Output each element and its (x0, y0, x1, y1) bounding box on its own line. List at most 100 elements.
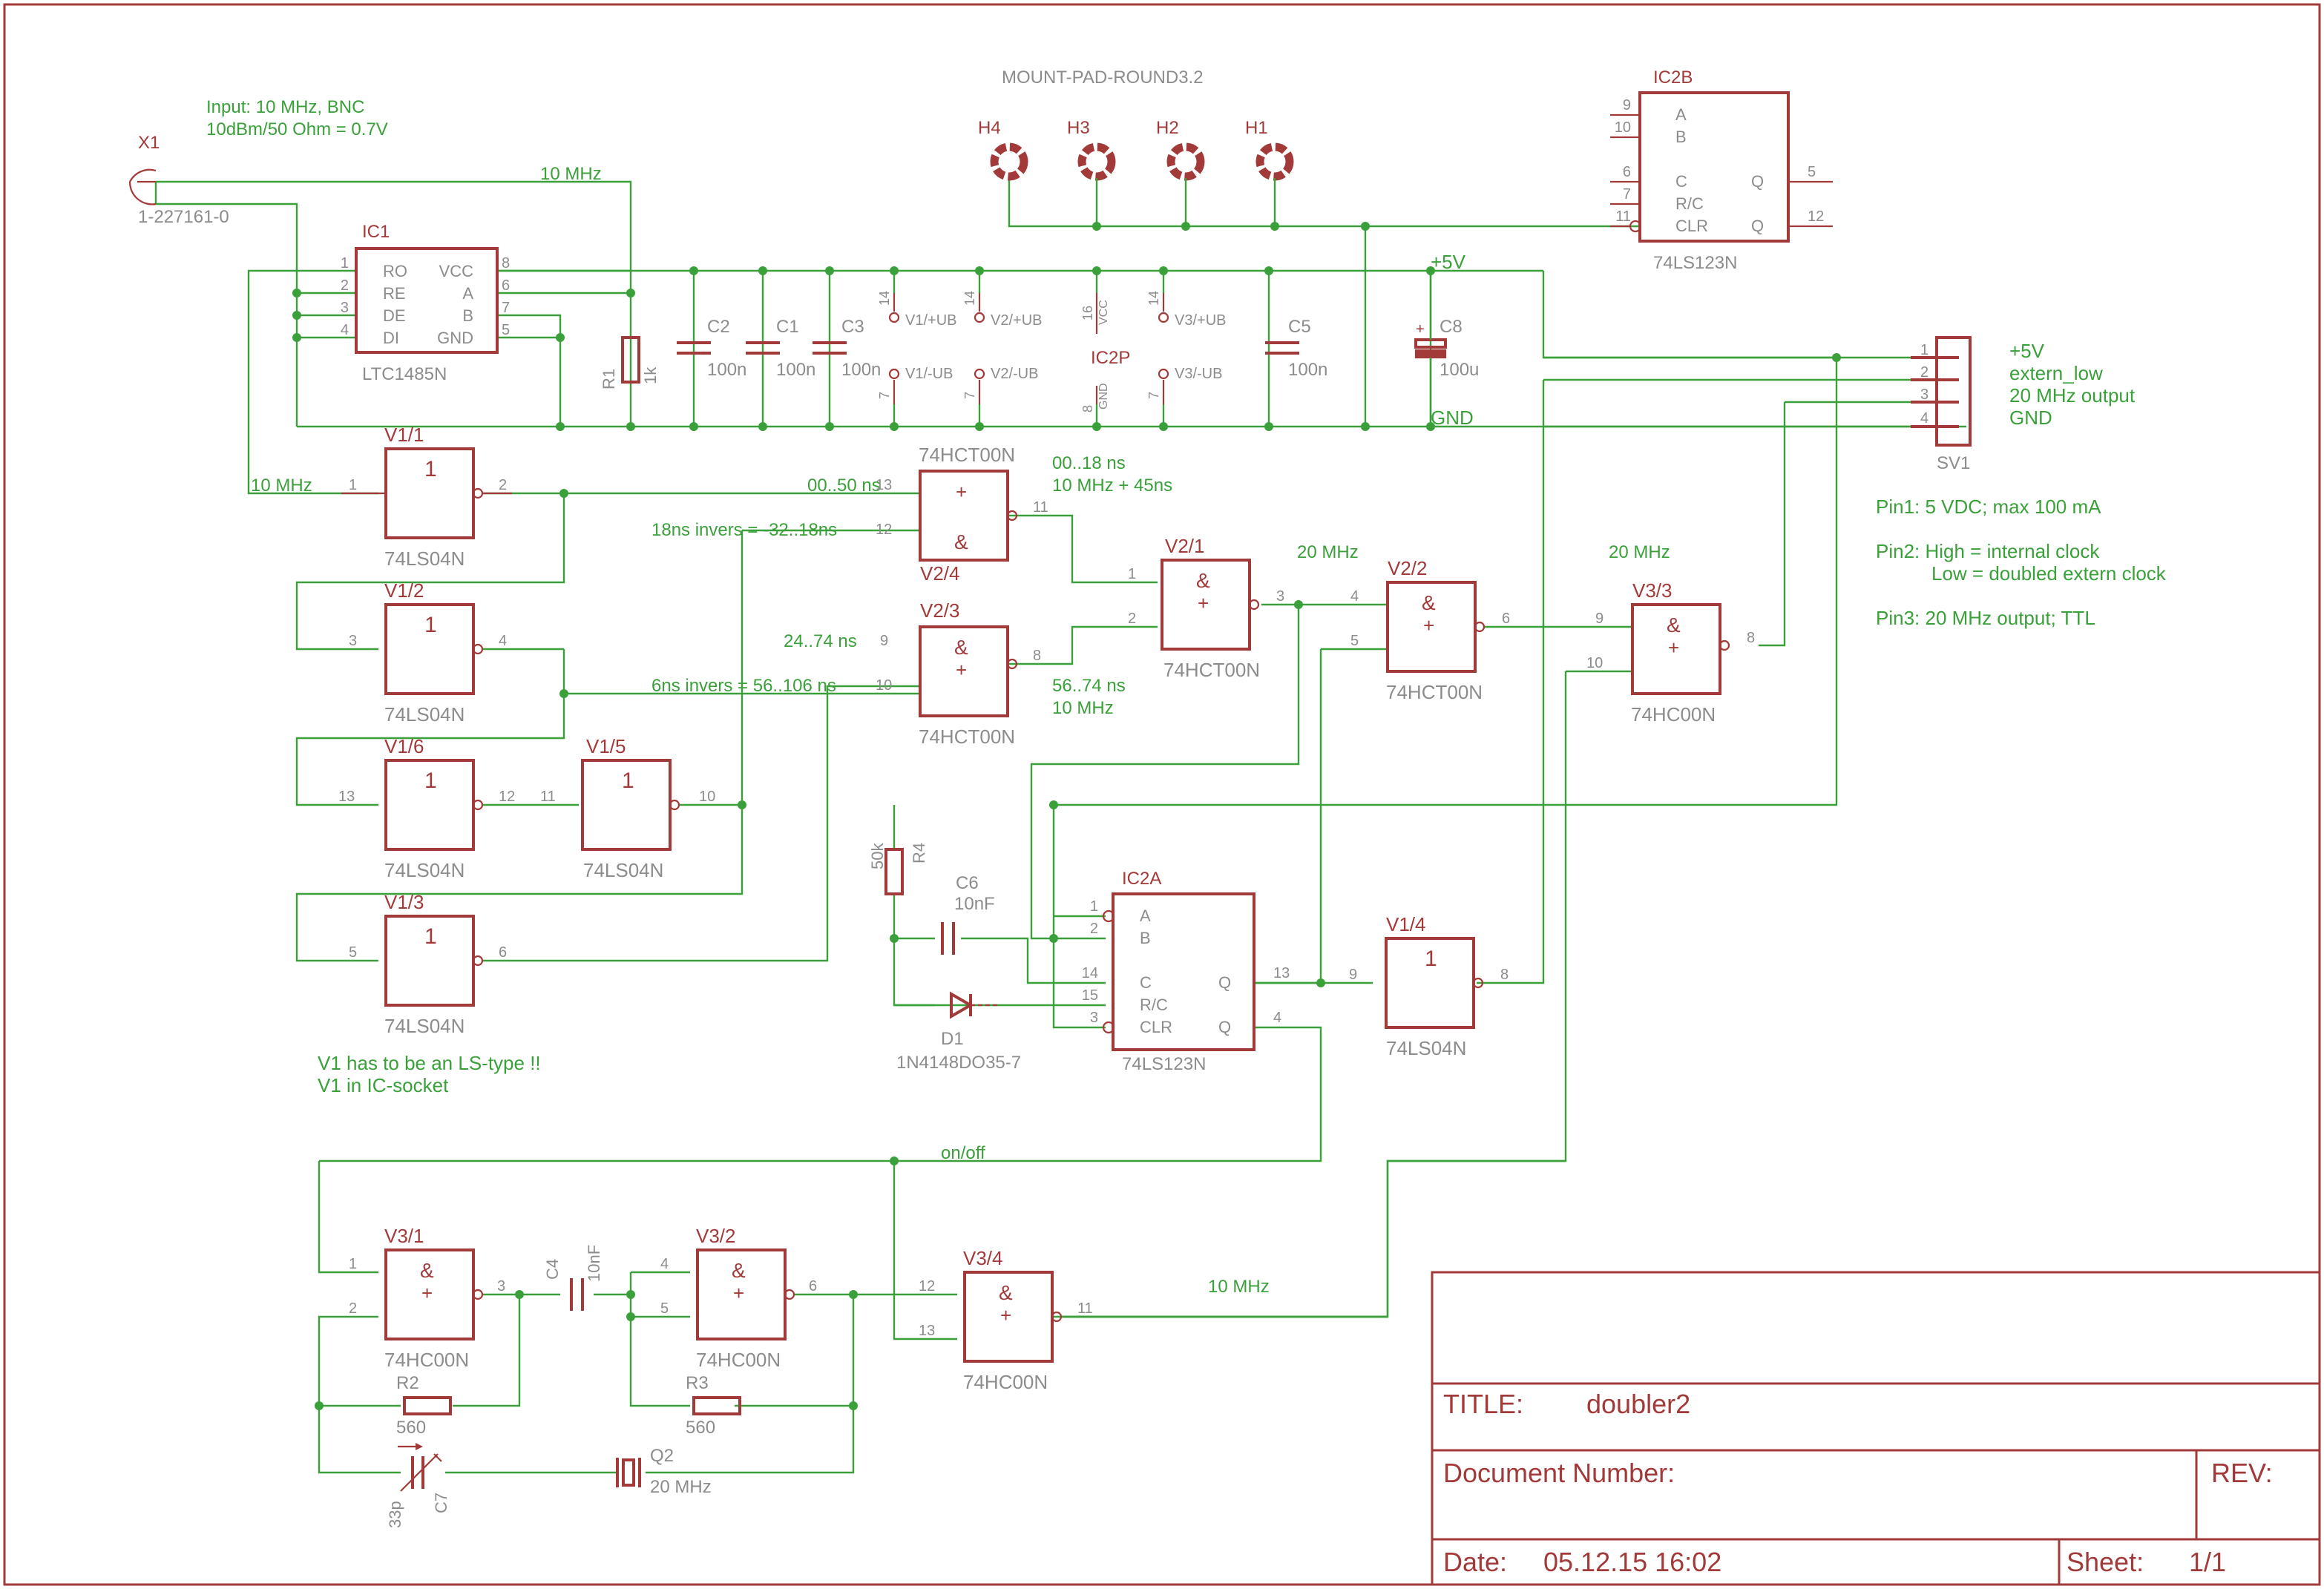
q2-ref: Q2 (650, 1446, 674, 1466)
gate-ref: V1/3 (384, 891, 424, 913)
ic2a-part: 74LS123N (1122, 1054, 1206, 1074)
nand-v2-2: &+ V2/2 74HCT00N 4 5 6 (1350, 557, 1510, 703)
sheet-label: Sheet: (2067, 1547, 2144, 1577)
pin2-note-b: Low = doubled extern clock (1931, 562, 2167, 585)
gate-pin: 1 (349, 1256, 357, 1272)
gate-ref: V2/2 (1388, 557, 1428, 579)
gate-pin: 9 (1349, 967, 1357, 983)
crystal-q2: Q2 20 MHz (616, 1446, 712, 1497)
svg-text:+: + (956, 659, 967, 681)
supply-label: V3/-UB (1175, 366, 1222, 382)
gate-part: 74HC00N (1631, 703, 1716, 726)
hole-label: H4 (978, 118, 1001, 138)
ic1-pin-label: B (462, 306, 473, 325)
ic1-pin-label: A (462, 284, 473, 303)
ic2a-pin-label: R/C (1140, 996, 1168, 1014)
gate-part: 74LS04N (583, 859, 663, 881)
bnc-connector-x1: X1 1-227161-0 (128, 133, 229, 227)
gate-part: 74HC00N (963, 1371, 1048, 1393)
inverter-v1-4: 1 V1/4 74LS04N 9 8 (1349, 913, 1509, 1059)
c4-ref: C4 (543, 1259, 562, 1280)
net-10mhz-b: 10 MHz (1052, 698, 1114, 718)
inverter-v1-2: 1 V1/2 74LS04N 3 4 (349, 579, 507, 726)
cap-c8: + C8 100u (1414, 271, 1479, 427)
nand-v2-3: &+ V2/3 74HCT00N 9 10 8 (876, 599, 1041, 748)
ic2b-ref: IC2B (1653, 68, 1693, 88)
docnum-label: Document Number: (1443, 1458, 1675, 1488)
nand-v2-4: +& V2/4 74HCT00N 13 12 11 (876, 444, 1048, 585)
r3-ref: R3 (686, 1373, 709, 1393)
c6-ref: C6 (956, 873, 979, 893)
c1-ref: C1 (776, 317, 799, 337)
gate-pin: 11 (1033, 499, 1048, 516)
ic2p-vcc: VCC (1097, 300, 1110, 325)
c5-val: 100n (1288, 360, 1327, 380)
net-18inv: 18ns invers = -32..18ns (651, 520, 837, 540)
svg-text:&: & (1422, 591, 1436, 614)
ic2b-pin-num: 11 (1615, 208, 1631, 225)
c2-val: 100n (707, 360, 746, 380)
gate-pin: 10 (1586, 655, 1603, 671)
gate-pin: 9 (1595, 611, 1604, 627)
input-note-1: Input: 10 MHz, BNC (206, 97, 364, 117)
gate-pin: 6 (499, 944, 507, 961)
ic1-ref: IC1 (362, 222, 390, 242)
connector-sv1: 1 2 3 4 SV1 +5V extern_low 20 MHz output… (1911, 336, 2136, 473)
svg-text:&: & (732, 1259, 746, 1282)
r2-ref: R2 (396, 1373, 419, 1393)
svg-text:+: + (1668, 636, 1679, 659)
inverter-v1-5: 1 V1/5 74LS04N 11 10 (540, 735, 715, 881)
gate-pin: 10 (699, 789, 715, 805)
gate-pin: 12 (876, 522, 892, 538)
svg-text:&: & (999, 1281, 1013, 1304)
gate-pin: 1 (349, 477, 357, 493)
v1-note-2: V1 in IC-socket (318, 1074, 449, 1096)
junctions (292, 222, 1841, 1410)
supply-label: V1/-UB (905, 366, 953, 382)
supply-label: V2/-UB (991, 366, 1038, 382)
bnc-part: 1-227161-0 (138, 207, 229, 227)
c7-ref: C7 (432, 1493, 450, 1513)
nand-v2-1: &+ V2/1 74HCT00N 1 2 3 (1128, 535, 1284, 681)
c6-val: 10nF (954, 894, 995, 914)
date-label: Date: (1443, 1547, 1507, 1577)
c3-val: 100n (841, 360, 881, 380)
ic2a-pin-num: 15 (1082, 987, 1098, 1004)
gate-ref: V3/1 (384, 1225, 424, 1247)
input-note-2: 10dBm/50 Ohm = 0.7V (206, 119, 388, 139)
gate-pin: 3 (497, 1278, 505, 1294)
ic2a-pin-num: 13 (1273, 965, 1290, 981)
ic2p-gnd: GND (1097, 383, 1110, 409)
svg-text:&: & (954, 530, 968, 553)
ic2b-pin-num: 7 (1623, 186, 1631, 203)
ic2a-ref: IC2A (1122, 869, 1161, 889)
sheet-frame (3, 3, 2321, 1586)
ic2b-pin-label: A (1675, 105, 1687, 124)
ic1-pin-label: GND (437, 329, 473, 347)
inverter-v1-3: 1 V1/3 74LS04N 5 6 (349, 891, 507, 1037)
nand-v3-4: &+ V3/4 74HC00N 12 13 11 (919, 1247, 1093, 1393)
ic2a-74ls123: IC2A 74LS123N A B C R/C CLR Q Q 1 2 14 1… (1082, 869, 1290, 1074)
gate-ref: V3/4 (963, 1247, 1003, 1269)
gate-pin: 8 (1747, 630, 1755, 646)
supply-pin-num: 7 (877, 392, 892, 399)
supply-label: V2/+UB (991, 312, 1042, 329)
gate-pin: 6 (809, 1278, 817, 1294)
hole-label: H3 (1067, 118, 1090, 138)
gate-pin: 5 (1350, 633, 1359, 649)
ic2b-pin-num: 6 (1623, 164, 1631, 180)
c3-ref: C3 (841, 317, 864, 337)
r4-ref: R4 (910, 843, 928, 863)
net-6inv: 6ns invers = 56..106 ns (651, 676, 836, 696)
gate-ref: V2/1 (1165, 535, 1205, 557)
d1-part: 1N4148DO35-7 (896, 1053, 1021, 1073)
ic2a-pin-num: 1 (1090, 898, 1098, 915)
c8-ref: C8 (1440, 317, 1463, 337)
gate-part: 74LS04N (384, 859, 465, 881)
gate-ref: V1/2 (384, 579, 424, 602)
gate-pin: 12 (499, 789, 515, 805)
gate-pin: 11 (1077, 1300, 1093, 1317)
supply-label: V1/+UB (905, 312, 956, 329)
net-0050: 00..50 ns (807, 476, 881, 496)
gate-part: 74LS04N (384, 1015, 465, 1037)
